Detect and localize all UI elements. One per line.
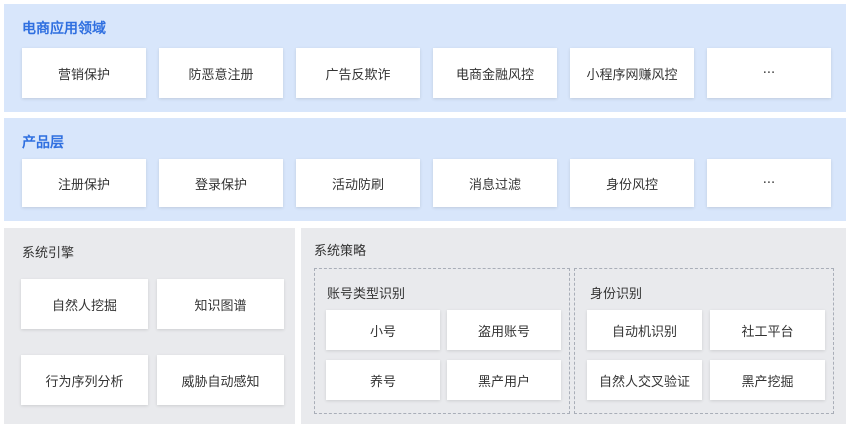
ecommerce-item-4: 小程序网赚风控 <box>570 48 694 98</box>
identity-title: 身份识别 <box>590 287 643 302</box>
product-item-0: 注册保护 <box>22 159 146 207</box>
account-item-2: 养号 <box>326 360 440 400</box>
engine-item-3: 威胁自动感知 <box>157 355 284 405</box>
account-item-0: 小号 <box>326 310 440 350</box>
ecommerce-item-1: 防恶意注册 <box>159 48 283 98</box>
ecommerce-item-5: ··· <box>707 48 831 98</box>
account-item-1: 盗用账号 <box>447 310 561 350</box>
ecommerce-title: 电商应用领域 <box>22 21 106 37</box>
product-item-1: 登录保护 <box>159 159 283 207</box>
identity-group: 身份识别 自动机识别 社工平台 自然人交叉验证 黑产挖掘 <box>574 268 834 414</box>
engine-item-1: 知识图谱 <box>157 279 284 329</box>
engine-item-2: 行为序列分析 <box>21 355 148 405</box>
engine-item-0: 自然人挖掘 <box>21 279 148 329</box>
account-title: 账号类型识别 <box>327 287 406 302</box>
product-band: 产品层 注册保护 登录保护 活动防刷 消息过滤 身份风控 ··· <box>4 118 846 221</box>
account-item-3: 黑产用户 <box>447 360 561 400</box>
identity-item-0: 自动机识别 <box>587 310 702 350</box>
ecommerce-band: 电商应用领域 营销保护 防恶意注册 广告反欺诈 电商金融风控 小程序网赚风控 ·… <box>4 4 846 112</box>
product-item-5: ··· <box>707 159 831 207</box>
product-item-2: 活动防刷 <box>296 159 420 207</box>
strategy-title: 系统策略 <box>314 244 367 259</box>
ecommerce-item-0: 营销保护 <box>22 48 146 98</box>
engine-title: 系统引擎 <box>22 246 75 261</box>
product-title: 产品层 <box>22 135 64 151</box>
identity-item-1: 社工平台 <box>710 310 825 350</box>
ecommerce-item-2: 广告反欺诈 <box>296 48 420 98</box>
strategy-panel: 系统策略 账号类型识别 小号 盗用账号 养号 黑产用户 身份识别 自动机识别 社… <box>301 228 846 424</box>
engine-panel: 系统引擎 自然人挖掘 知识图谱 行为序列分析 威胁自动感知 <box>4 228 295 424</box>
ecommerce-item-3: 电商金融风控 <box>433 48 557 98</box>
product-item-3: 消息过滤 <box>433 159 557 207</box>
account-group: 账号类型识别 小号 盗用账号 养号 黑产用户 <box>314 268 570 414</box>
identity-item-2: 自然人交叉验证 <box>587 360 702 400</box>
identity-item-3: 黑产挖掘 <box>710 360 825 400</box>
product-item-4: 身份风控 <box>570 159 694 207</box>
